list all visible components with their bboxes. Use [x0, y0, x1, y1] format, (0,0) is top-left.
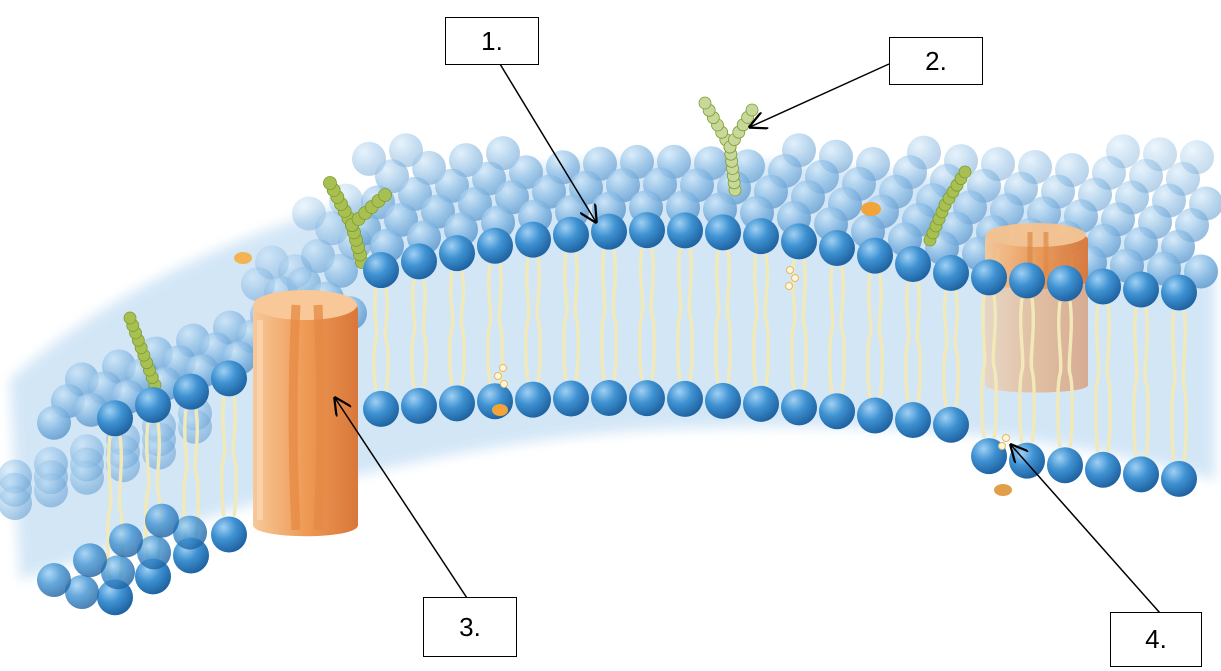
phospholipid-head-inner: [439, 385, 475, 421]
phospholipid-head-inner: [819, 393, 855, 429]
phospholipid-head-inner: [705, 383, 741, 419]
phospholipid-head-outer: [515, 222, 551, 258]
phospholipid-head-outer: [97, 400, 133, 436]
protein-channel-left: [253, 290, 358, 536]
sugar-bead: [746, 104, 758, 116]
phospholipid-head-inner: [1085, 452, 1121, 488]
label-1-text: 1.: [481, 26, 503, 57]
phospholipid-head-inner: [1123, 456, 1159, 492]
phospholipid-head-outer: [1161, 275, 1197, 311]
phospholipid-head-side: [70, 461, 104, 495]
label-4-text: 4.: [1145, 624, 1167, 655]
phospholipid-head-inner: [781, 389, 817, 425]
sugar-bead: [959, 166, 971, 178]
phospholipid-head-outer: [1009, 262, 1045, 298]
phospholipid-head-outer: [1047, 265, 1083, 301]
phospholipid-head-outer: [629, 212, 665, 248]
phospholipid-head-outer: [477, 228, 513, 264]
phospholipid-head-outer: [705, 214, 741, 250]
label-box-1: 1.: [445, 17, 539, 65]
phospholipid-head-inner: [1047, 447, 1083, 483]
sugar-bead: [324, 177, 337, 190]
phospholipid-head-outer: [401, 243, 437, 279]
phospholipid-head-back: [37, 406, 71, 440]
phospholipid-head-outer: [135, 387, 171, 423]
phospholipid-head-inner: [515, 382, 551, 418]
phospholipid-head-inner: [667, 381, 703, 417]
label-2-text: 2.: [925, 46, 947, 77]
phospholipid-head-outer: [819, 230, 855, 266]
phospholipid-head-inner-side: [145, 504, 179, 538]
protein-channel-right: [985, 223, 1088, 393]
phospholipid-head-outer: [857, 238, 893, 274]
leader-line-2: [750, 64, 889, 127]
phospholipid-head-outer: [971, 259, 1007, 295]
phospholipid-head-outer: [173, 374, 209, 410]
label-box-3: 3.: [423, 597, 517, 657]
sugar-bead: [124, 312, 136, 324]
sugar-bead: [379, 189, 392, 202]
phospholipid-head-outer: [781, 223, 817, 259]
sugar-bead: [699, 97, 711, 109]
phospholipid-head-outer: [439, 235, 475, 271]
phospholipid-head-inner: [743, 386, 779, 422]
phospholipid-head-outer: [1123, 271, 1159, 307]
phospholipid-head-inner: [933, 407, 969, 443]
phospholipid-head-side: [34, 473, 68, 507]
phospholipid-head-inner-side: [73, 543, 107, 577]
phospholipid-head-inner: [1161, 461, 1197, 497]
phospholipid-head-inner: [363, 391, 399, 427]
phospholipid-head-outer: [933, 255, 969, 291]
label-3-text: 3.: [459, 612, 481, 643]
phospholipid-head-inner: [629, 380, 665, 416]
phospholipid-head-inner: [401, 388, 437, 424]
phospholipid-head-outer: [667, 212, 703, 248]
phospholipid-head-outer: [363, 252, 399, 288]
phospholipid-head-outer: [211, 360, 247, 396]
label-box-2: 2.: [889, 37, 983, 85]
phospholipid-head-outer: [553, 217, 589, 253]
phospholipid-head-inner-side: [37, 563, 71, 597]
phospholipid-head-outer: [591, 214, 627, 250]
phospholipid-head-inner: [211, 517, 247, 553]
phospholipid-head-inner: [895, 402, 931, 438]
phospholipid-head-outer: [743, 218, 779, 254]
label-box-4: 4.: [1110, 612, 1202, 667]
phospholipid-head-inner: [591, 380, 627, 416]
phospholipid-head-inner: [857, 398, 893, 434]
phospholipid-head-outer: [895, 246, 931, 282]
phospholipid-head-inner: [553, 381, 589, 417]
phospholipid-head-inner-side: [109, 523, 143, 557]
phospholipid-head-outer: [1085, 268, 1121, 304]
